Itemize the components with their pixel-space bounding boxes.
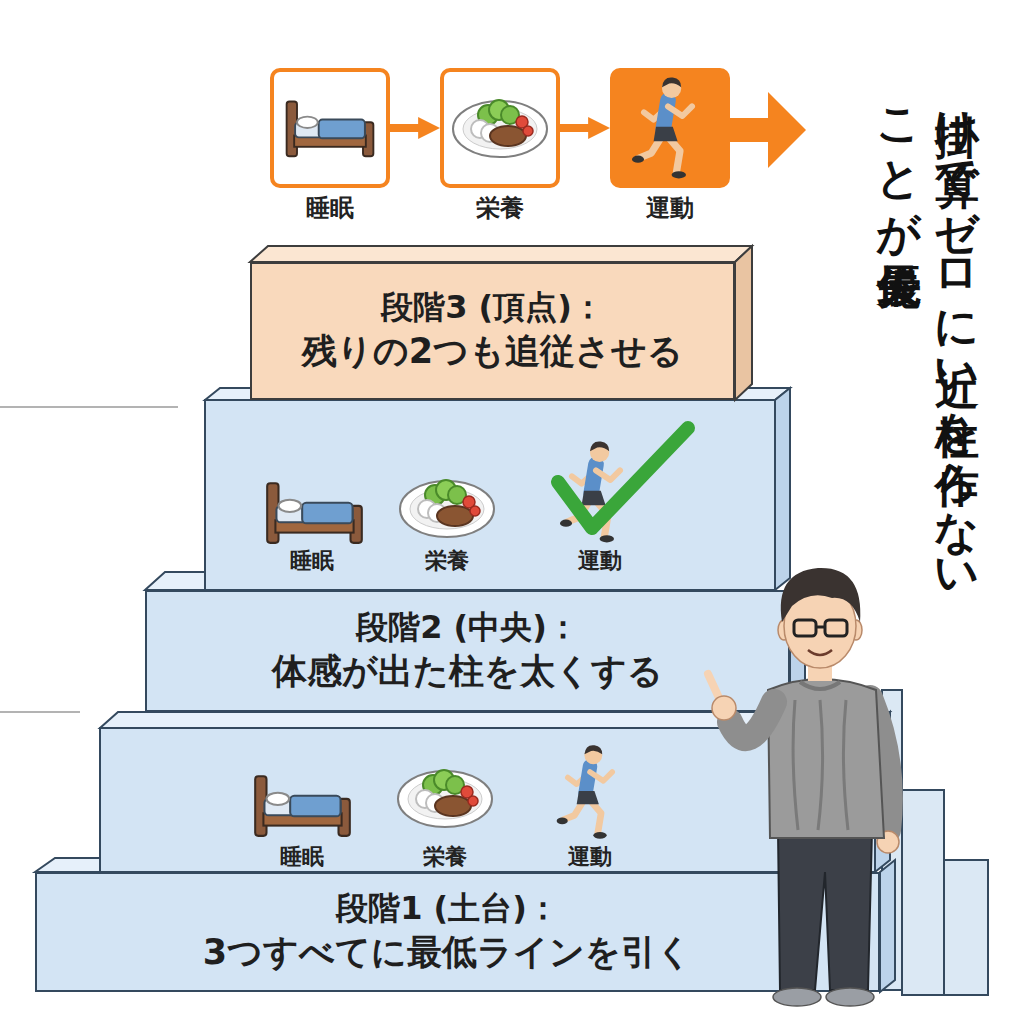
presenter-figure [816, 626, 825, 629]
level1-block [35, 858, 100, 872]
step-block: 段階1 (土台)：3つすべてに最低ラインを引く [35, 872, 880, 992]
presenter-figure [784, 584, 856, 668]
step-block: 段階2 (中央)：体感が出た柱を太くする [145, 590, 790, 712]
step-heading: 段階2 (中央)： [356, 607, 579, 649]
presenter-figure [773, 988, 821, 1006]
level2-block [775, 388, 790, 590]
icon-caption: 睡眠 [254, 194, 406, 223]
level1-block [35, 712, 895, 992]
level2-block [790, 578, 805, 712]
presenter-figure [800, 682, 840, 689]
top-icons [453, 100, 547, 157]
level2-icons [400, 480, 494, 537]
side-stairs [882, 690, 988, 995]
icon-box: 睡眠 [270, 68, 390, 188]
top-icons [287, 77, 692, 178]
icon-caption: 栄養 [424, 194, 576, 223]
big-arrow [728, 92, 806, 168]
icon-box: 栄養 [440, 68, 560, 188]
level1-block [880, 860, 895, 992]
level3-block [250, 246, 752, 262]
edge-layer [390, 128, 598, 129]
presenter-figure [794, 620, 816, 636]
presenter-figure [730, 702, 774, 738]
side-stairs [944, 860, 988, 995]
icon-label: 栄養 [385, 844, 505, 870]
guide-line [0, 406, 178, 408]
icon-label: 睡眠 [252, 548, 372, 574]
level2-icons [267, 483, 362, 543]
presenter-figure [708, 674, 720, 700]
icon-label: 運動 [540, 548, 660, 574]
level2-block [145, 388, 805, 712]
level2-block [205, 400, 775, 590]
side-stairs [902, 790, 944, 995]
step-heading: 段階1 (土台)： [336, 888, 559, 930]
presenter-figure [712, 696, 736, 720]
diagram-title: 掛け算でゼロに近い柱を作らないことが最優先 [866, 80, 986, 580]
step-block: 段階3 (頂点)：残りの2つも追従させる [250, 262, 735, 400]
presenter-figure [768, 679, 884, 838]
presenter-figure [826, 988, 874, 1006]
step-heading: 段階3 (頂点)： [381, 287, 604, 329]
icon-caption: 運動 [594, 194, 746, 223]
level3-block [250, 246, 752, 400]
level2-block [145, 572, 205, 590]
title-text: 掛け算でゼロに近い柱を作らないことが最優先 [875, 80, 983, 580]
level1-icons [398, 770, 492, 827]
presenter-figure [778, 620, 790, 640]
step-body: 3つすべてに最低ラインを引く [203, 930, 692, 976]
icon-label: 運動 [530, 844, 650, 870]
presenter-figure [825, 620, 847, 636]
big-arrow [728, 92, 806, 168]
icon-label: 睡眠 [242, 844, 362, 870]
presenter-figure [870, 698, 890, 830]
level1-icons [255, 776, 350, 836]
presenter-figure [781, 568, 861, 622]
presenter-figure [850, 620, 862, 640]
top-icons [632, 77, 692, 178]
flow-arrow [390, 124, 428, 132]
step-body: 残りの2つも追従させる [302, 329, 683, 375]
presenter-figure [808, 650, 832, 655]
icon-label: 栄養 [387, 548, 507, 574]
level1-icons [557, 745, 613, 838]
level1-block [100, 728, 875, 872]
presenter-figure [877, 831, 899, 853]
level3-block [735, 246, 752, 400]
top-icons [287, 102, 374, 157]
guide-line [0, 711, 80, 713]
flow-arrow [560, 124, 598, 132]
level1-icons [255, 745, 612, 838]
presenter-figure [808, 655, 832, 681]
presenter-figure [778, 830, 872, 990]
step-body: 体感が出た柱を太くする [272, 649, 663, 695]
icon-box: 運動 [610, 68, 730, 188]
level1-block [100, 712, 890, 728]
presenter-figure [708, 568, 899, 1006]
level1-block [875, 712, 890, 872]
presenter-figure [793, 700, 848, 830]
check-mark [558, 428, 688, 528]
level2-icons [267, 428, 688, 543]
